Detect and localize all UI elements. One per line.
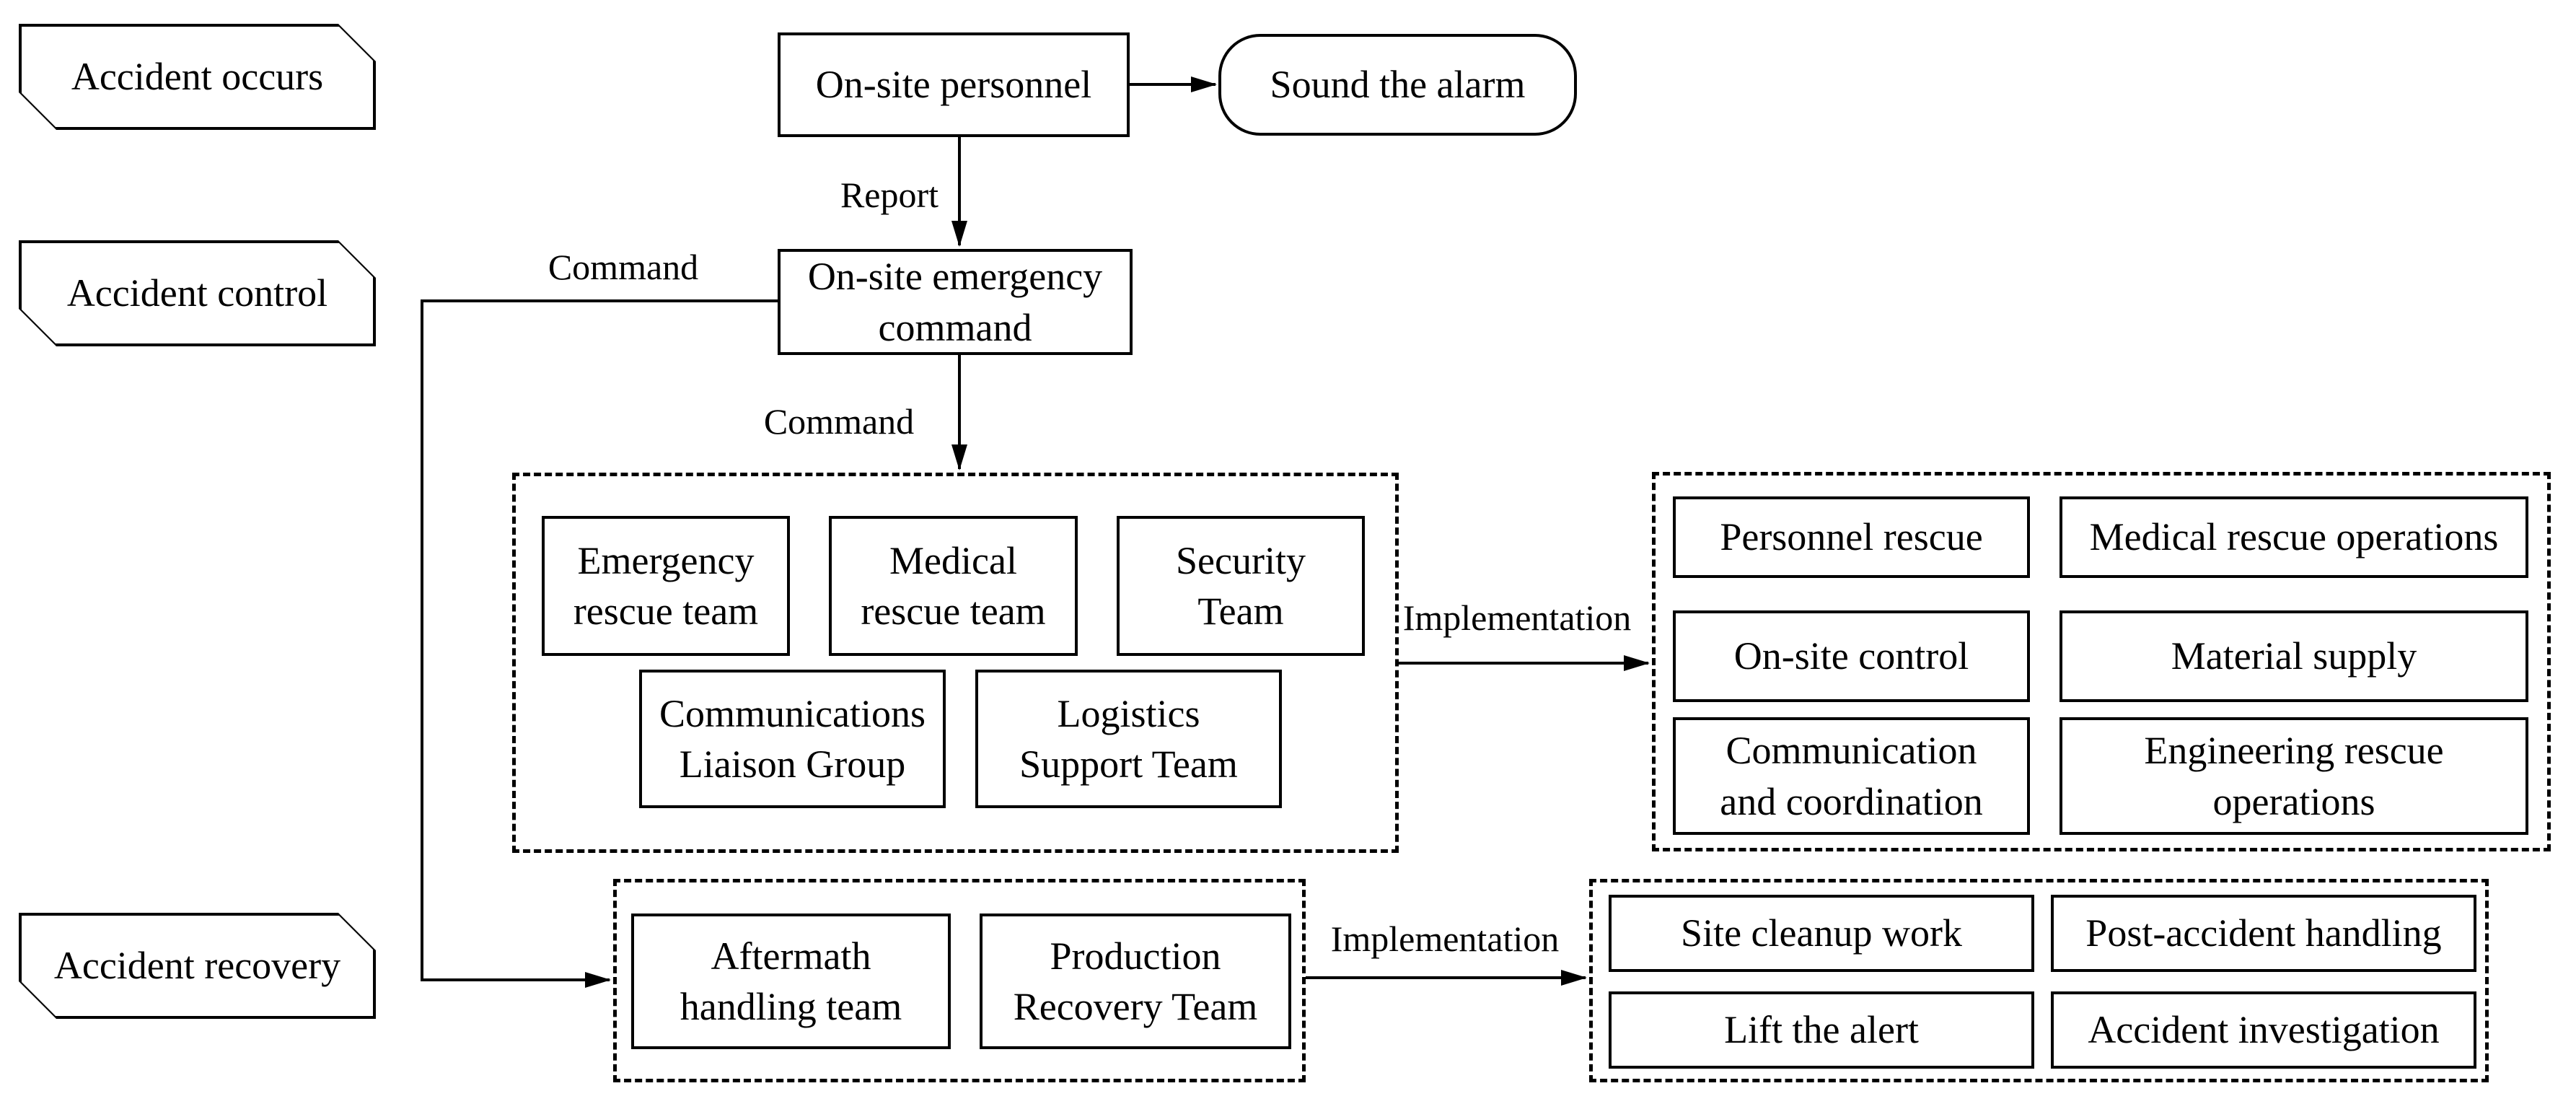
- box-lift-the-alert-label: Lift the alert: [1724, 1008, 1919, 1052]
- banner-accident-occurs-label: Accident occurs: [71, 55, 324, 99]
- box-material-supply-label: Material supply: [2171, 634, 2417, 678]
- node-sound-the-alarm: Sound the alarm: [1218, 34, 1577, 136]
- box-material-supply: Material supply: [2060, 610, 2528, 702]
- box-personnel-rescue: Personnel rescue: [1673, 496, 2030, 578]
- box-production-recovery-team: Production Recovery Team: [980, 914, 1291, 1049]
- box-accident-investigation: Accident investigation: [2051, 991, 2476, 1069]
- box-communication-and-coordination-label: Communication and coordination: [1720, 729, 1983, 823]
- box-engineering-rescue-operations: Engineering rescue operations: [2060, 717, 2528, 835]
- box-post-accident-handling-label: Post-accident handling: [2085, 911, 2442, 955]
- banner-accident-recovery: Accident recovery: [19, 913, 376, 1019]
- box-engineering-rescue-operations-label: Engineering rescue operations: [2144, 729, 2444, 823]
- edge-label-implementation-bottom: Implementation: [1326, 918, 1564, 960]
- group-control-operations-frame: [1652, 472, 2551, 851]
- box-personnel-rescue-label: Personnel rescue: [1720, 515, 1983, 559]
- node-on-site-personnel: On-site personnel: [778, 32, 1130, 137]
- box-on-site-control: On-site control: [1673, 610, 2030, 702]
- box-accident-investigation-label: Accident investigation: [2088, 1008, 2440, 1052]
- banner-accident-occurs: Accident occurs: [19, 24, 376, 130]
- box-communications-liaison-group: Communications Liaison Group: [639, 670, 946, 808]
- node-sound-the-alarm-label: Sound the alarm: [1270, 63, 1526, 107]
- edge-label-command-left: Command: [543, 246, 703, 288]
- arrow-command-left-route: [421, 299, 778, 988]
- node-on-site-emergency-command: On-site emergency command: [778, 249, 1133, 355]
- box-communications-liaison-group-label: Communications Liaison Group: [659, 691, 926, 786]
- box-emergency-rescue-team: Emergency rescue team: [542, 516, 790, 656]
- box-aftermath-handling-team-label: Aftermath handling team: [680, 934, 902, 1028]
- box-lift-the-alert: Lift the alert: [1609, 991, 2034, 1069]
- box-site-cleanup-work-label: Site cleanup work: [1681, 911, 1962, 955]
- box-post-accident-handling: Post-accident handling: [2051, 895, 2476, 972]
- edge-label-report: Report: [835, 174, 944, 216]
- box-aftermath-handling-team: Aftermath handling team: [631, 914, 951, 1049]
- box-medical-rescue-operations: Medical rescue operations: [2060, 496, 2528, 578]
- group-rescue-teams-frame: [512, 473, 1399, 853]
- banner-accident-recovery-label: Accident recovery: [53, 944, 341, 988]
- box-security-team-label: Security Team: [1176, 538, 1306, 633]
- group-recovery-operations-frame: [1589, 879, 2489, 1082]
- box-medical-rescue-team-label: Medical rescue team: [861, 538, 1046, 633]
- group-recovery-teams-frame: [613, 879, 1306, 1082]
- box-security-team: Security Team: [1117, 516, 1365, 656]
- box-production-recovery-team-label: Production Recovery Team: [1013, 934, 1258, 1028]
- box-logistics-support-team-label: Logistics Support Team: [1019, 691, 1238, 786]
- edge-label-implementation-top: Implementation: [1398, 597, 1636, 639]
- box-emergency-rescue-team-label: Emergency rescue team: [573, 538, 759, 633]
- box-communication-and-coordination: Communication and coordination: [1673, 717, 2030, 835]
- banner-accident-control-label: Accident control: [66, 271, 328, 315]
- banner-accident-control: Accident control: [19, 240, 376, 346]
- box-medical-rescue-team: Medical rescue team: [829, 516, 1078, 656]
- box-logistics-support-team: Logistics Support Team: [975, 670, 1282, 808]
- node-on-site-personnel-label: On-site personnel: [815, 63, 1092, 107]
- edge-label-command-down: Command: [759, 400, 919, 442]
- node-on-site-emergency-command-label: On-site emergency command: [807, 255, 1103, 349]
- box-medical-rescue-operations-label: Medical rescue operations: [2089, 515, 2499, 559]
- box-site-cleanup-work: Site cleanup work: [1609, 895, 2034, 972]
- box-on-site-control-label: On-site control: [1733, 634, 1969, 678]
